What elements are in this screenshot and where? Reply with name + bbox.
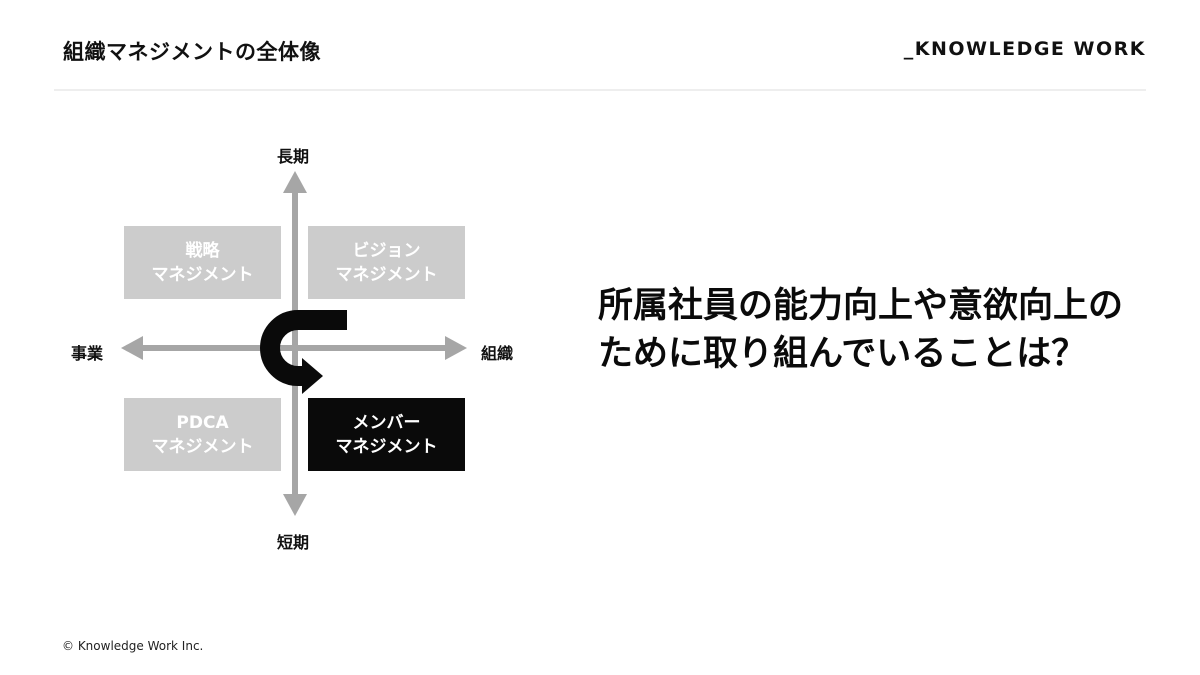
quadrant-strategy: 戦略 マネジメント [124,226,281,299]
quadrant-strategy-line1: 戦略 [185,240,220,261]
quadrant-pdca-line1: PDCA [176,412,229,433]
axis-label-long-term: 長期 [277,147,310,166]
u-turn-arrow-icon [260,310,347,394]
axis-arrow-down-icon [283,494,307,516]
quadrant-strategy-line2: マネジメント [151,264,254,285]
quadrant-member-line1: メンバー [352,412,421,433]
axis-label-organization: 組織 [481,344,514,363]
axis-arrow-right-icon [445,336,467,360]
copyright: © Knowledge Work Inc. [62,639,204,653]
brand-logo: _KNOWLEDGE WORK [903,38,1146,60]
axis-arrow-up-icon [283,171,307,193]
quadrant-pdca-line2: マネジメント [151,436,254,457]
axis-label-business: 事業 [71,344,104,363]
header-divider [54,89,1146,91]
question-text: 所属社員の能力向上や意欲向上のために取り組んでいることは？ [598,286,1124,374]
quadrant-member-line2: マネジメント [335,436,438,457]
page-title: 組織マネジメントの全体像 [63,40,321,64]
axis-label-short-term: 短期 [277,533,310,552]
quadrant-pdca: PDCA マネジメント [124,398,281,471]
axis-arrow-left-icon [121,336,143,360]
quadrant-vision-line2: マネジメント [335,264,438,285]
quadrant-vision: ビジョン マネジメント [308,226,465,299]
quadrant-member: メンバー マネジメント [308,398,465,471]
quadrant-vision-line1: ビジョン [352,240,421,261]
